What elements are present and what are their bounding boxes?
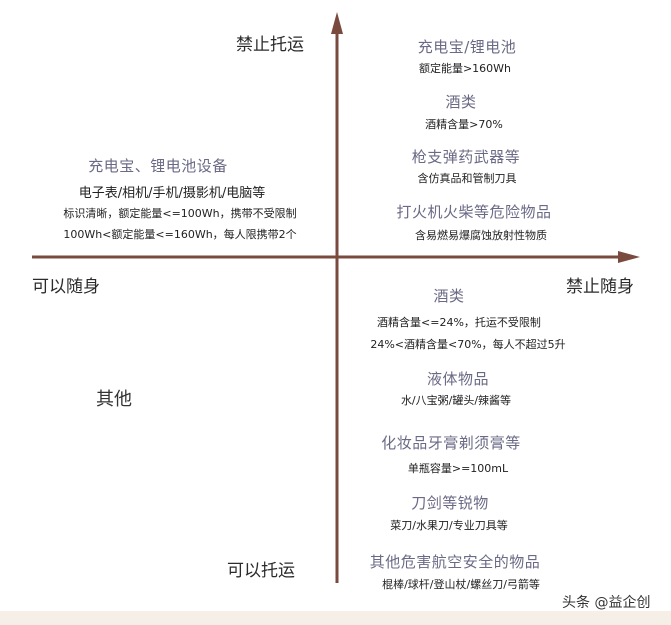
tr-item-1-line: 额定能量>160Wh: [418, 62, 512, 75]
bl-item-1-title: 其他: [96, 389, 132, 410]
br-item-2-line: 水/八宝粥/罐头/辣酱等: [400, 394, 512, 407]
tr-item-4-line: 含易燃易爆腐蚀放射性物质: [415, 229, 547, 242]
tr-item-2-line: 酒精含量>70%: [425, 118, 503, 131]
tl-item-1-line-2: 标识清晰，额定能量<=100Wh，携带不受限制: [63, 207, 297, 220]
footer-band: [0, 611, 671, 625]
watermark: 头条 @益企创: [562, 595, 651, 611]
tl-item-1-line-1: 电子表/相机/手机/摄影机/电脑等: [78, 186, 266, 201]
br-item-1-line-2: 24%<酒精含量<70%，每人不超过5升: [370, 338, 566, 351]
axis-label-left: 可以随身: [32, 277, 100, 297]
axis-label-bottom: 可以托运: [227, 561, 295, 581]
tr-item-1-title: 充电宝/锂电池: [417, 38, 517, 56]
br-item-4-title: 刀剑等锐物: [411, 494, 489, 512]
right-arrow-icon: [618, 251, 640, 263]
axis-label-top: 禁止托运: [236, 35, 304, 55]
br-item-5-line: 棍棒/球杆/登山杖/螺丝刀/弓箭等: [382, 578, 540, 591]
br-item-1-title: 酒类: [433, 287, 465, 305]
tr-item-4-title: 打火机火柴等危险物品: [396, 203, 552, 221]
br-item-2-title: 液体物品: [426, 370, 490, 388]
axis-label-right: 禁止随身: [566, 277, 634, 297]
tr-item-3-line: 含仿真品和管制刀具: [417, 172, 517, 185]
tl-item-1-title: 充电宝、锂电池设备: [88, 157, 228, 175]
tr-item-3-title: 枪支弹药武器等: [411, 148, 521, 166]
br-item-1-line-1: 酒精含量<=24%，托运不受限制: [377, 316, 541, 329]
br-item-3-title: 化妆品牙膏剃须膏等: [381, 434, 521, 452]
br-item-5-title: 其他危害航空安全的物品: [369, 553, 541, 571]
tl-item-1-line-3: 100Wh<额定能量<=160Wh，每人限携带2个: [63, 228, 297, 241]
br-item-3-line: 单瓶容量>=100mL: [407, 462, 509, 475]
up-arrow-icon: [331, 12, 343, 34]
br-item-4-line: 菜刀/水果刀/专业刀具等: [390, 519, 508, 532]
tr-item-2-title: 酒类: [445, 93, 477, 111]
